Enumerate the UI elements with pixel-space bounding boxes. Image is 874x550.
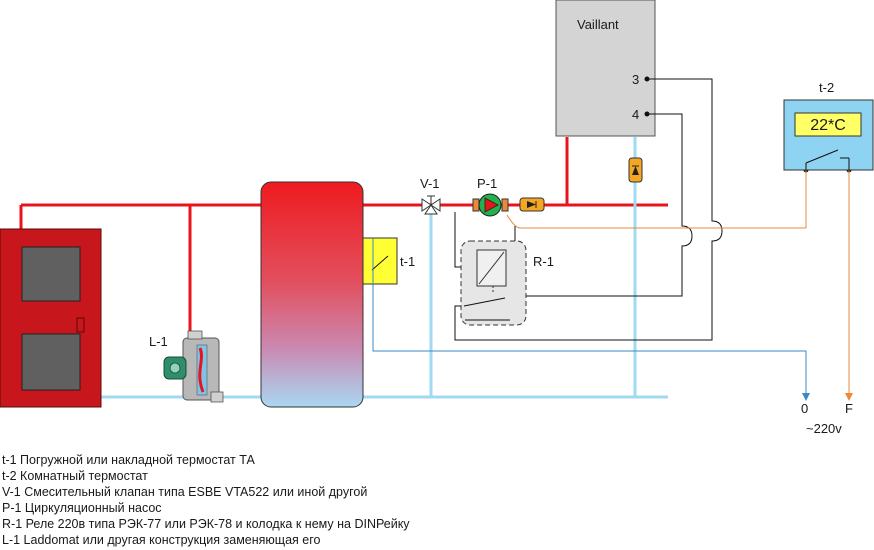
neutral-wire: [372, 238, 807, 395]
legend-item: L-1 Laddomat или другая конструкция заме…: [2, 533, 321, 547]
mixing-valve: [421, 195, 441, 215]
solid-fuel-boiler: [0, 228, 102, 408]
legend: t-1 Погружной или накладной термостат ТА…: [2, 452, 410, 548]
legend-item: t-2 Комнатный термостат: [2, 469, 148, 483]
check-valve-return: [628, 157, 643, 183]
gas-boiler-brand: Vaillant: [577, 17, 619, 32]
terminal-4-label: 4: [632, 107, 639, 122]
phase-arrow: [845, 393, 853, 401]
laddomat-label: L-1: [149, 334, 168, 349]
neutral-label: 0: [801, 401, 808, 416]
legend-item: R-1 Реле 220в типа РЭК-77 или РЭК-78 и к…: [2, 517, 410, 531]
tank-thermostat: [362, 237, 398, 285]
room-thermostat-display: 22*C: [810, 117, 846, 134]
room-thermostat-label: t-2: [819, 80, 834, 95]
circulation-pump: [472, 193, 509, 217]
valve-label: V-1: [420, 176, 440, 191]
tank-thermostat-label: t-1: [400, 254, 415, 269]
neutral-arrow: [802, 393, 810, 401]
relay-label: R-1: [533, 254, 554, 269]
legend-item: V-1 Смесительный клапан типа ESBE VTA522…: [2, 485, 368, 499]
gas-boiler: Vaillant 3 4: [555, 0, 656, 137]
relay: [460, 240, 527, 326]
phase-label: F: [845, 401, 853, 416]
phase-wire: [506, 214, 806, 229]
laddomat-unit: [163, 330, 224, 403]
legend-item: P-1 Циркуляционный насос: [2, 501, 162, 515]
room-thermostat: 22*C: [783, 99, 874, 171]
legend-item: t-1 Погружной или накладной термостат ТА: [2, 453, 255, 467]
pump-label: P-1: [477, 176, 497, 191]
terminal-3-label: 3: [632, 72, 639, 87]
check-valve-supply: [519, 197, 545, 212]
buffer-tank: [260, 181, 364, 408]
supply-voltage-label: ~220v: [806, 421, 842, 436]
